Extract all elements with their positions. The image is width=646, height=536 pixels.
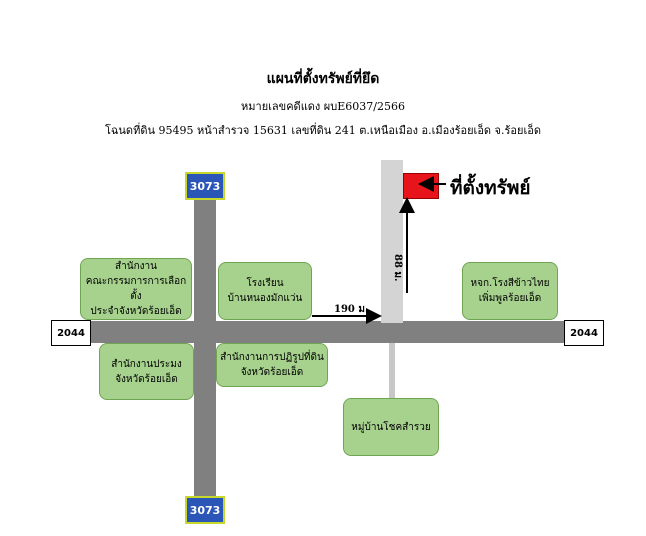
deed-info: โฉนดที่ดิน 95495 หน้าสำรวจ 15631 เลขที่ด… — [105, 124, 541, 137]
route-3073-bottom: 3073 — [185, 496, 225, 524]
route-3073-top: 3073 — [185, 172, 225, 200]
place-school: โรงเรียน บ้านหนองมักแว่น — [218, 262, 312, 320]
soi-to-property — [381, 160, 403, 323]
road-2044 — [90, 321, 570, 343]
route-2044-right: 2044 — [564, 320, 604, 346]
map-title: แผนที่ตั้งทรัพย์ที่ยึด — [266, 71, 380, 87]
place-land-reform-office: สำนักงานการปฏิรูปที่ดิน จังหวัดร้อยเอ็ด — [216, 343, 328, 387]
property-label: ที่ตั้งทรัพย์ — [450, 177, 531, 199]
place-village: หมู่บ้านโชคสำรวย — [343, 398, 439, 456]
route-2044-left: 2044 — [51, 320, 91, 346]
case-number: หมายเลขคดีแดง ผบE6037/2566 — [241, 100, 405, 113]
soi-to-village — [389, 343, 395, 398]
distance-horizontal: 190 ม. — [334, 304, 369, 315]
road-3073 — [194, 196, 216, 496]
place-rice-mill: หจก.โรงสีข้าวไทย เพิ่มพูลร้อยเอ็ด — [462, 262, 558, 320]
place-election-office: สำนักงาน คณะกรรมการการเลือกตั้ง ประจำจัง… — [80, 258, 192, 320]
place-fisheries-office: สำนักงานประมง จังหวัดร้อยเอ็ด — [99, 343, 194, 400]
